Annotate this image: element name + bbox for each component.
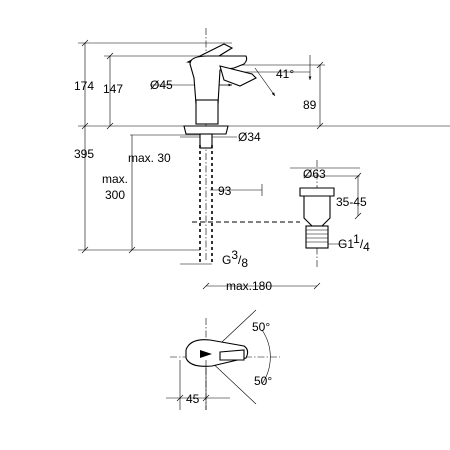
plan-view: 50° 50° 45 bbox=[166, 309, 280, 410]
dim-max180-label: max.180 bbox=[226, 279, 272, 293]
dim-max300-label-1: max. bbox=[102, 172, 128, 186]
tap-spout bbox=[219, 65, 257, 87]
waste-tail bbox=[305, 225, 329, 249]
dim-93-label: 93 bbox=[218, 184, 232, 198]
dim-d63-label: Ø63 bbox=[303, 167, 326, 181]
dim-d45-label: Ø45 bbox=[150, 78, 173, 92]
inlet-thread-num: 3 bbox=[231, 248, 238, 262]
swing-angle-top-label: 50° bbox=[252, 320, 270, 334]
dim-angle-41-label: 41° bbox=[276, 67, 294, 81]
swing-arc bbox=[261, 329, 271, 385]
plan-outlet-mark bbox=[200, 350, 212, 358]
dim-89-label: 89 bbox=[303, 98, 317, 112]
dim-395-label: 395 bbox=[74, 147, 94, 161]
inlet-thread-den: 8 bbox=[241, 256, 248, 270]
deck-mount bbox=[183, 125, 229, 135]
tap-base bbox=[195, 99, 219, 125]
waste-assembly: Ø63 35-45 G11/4 max.180 bbox=[202, 160, 370, 293]
dim-d34-label: Ø34 bbox=[238, 130, 261, 144]
threaded-rod bbox=[199, 133, 213, 149]
waste-thread-num: 1 bbox=[353, 232, 360, 246]
dim-3545-label: 35-45 bbox=[336, 195, 367, 209]
waste-thread-label: G11/4 bbox=[338, 232, 370, 254]
dim-174-label: 174 bbox=[74, 79, 94, 93]
dim-147-label: 147 bbox=[103, 82, 123, 96]
plan-lever bbox=[219, 349, 245, 361]
waste-thread-den: 4 bbox=[363, 240, 370, 254]
waste-flange bbox=[299, 187, 335, 197]
waste-body bbox=[303, 195, 331, 227]
swing-angle-bottom-label: 50° bbox=[254, 374, 272, 388]
dim-45-label: 45 bbox=[186, 392, 200, 406]
dim-max300-label-2: 300 bbox=[105, 188, 125, 202]
inlet-thread-label: G3/8 bbox=[222, 248, 248, 270]
side-elevation-view: 174 147 395 max. 300 max. 30 Ø45 Ø34 41° bbox=[74, 28, 450, 270]
inlet-thread-prefix: G bbox=[222, 253, 231, 267]
waste-thread-prefix: G1 bbox=[338, 237, 354, 251]
dim-max30-label: max. 30 bbox=[128, 151, 171, 165]
